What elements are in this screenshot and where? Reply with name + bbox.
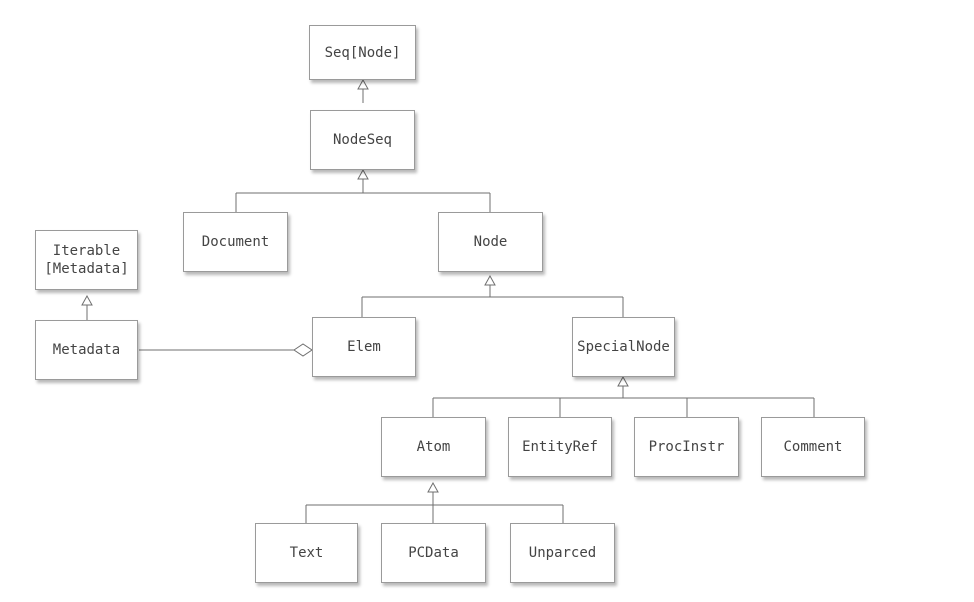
class-entityref: EntityRef	[508, 417, 612, 477]
class-nodeseq: NodeSeq	[310, 110, 415, 170]
inheritance-arrow-specialnode	[617, 375, 629, 387]
class-pcdata: PCData	[381, 523, 486, 583]
class-label: ProcInstr	[648, 439, 725, 455]
class-label-line1: Iterable	[52, 243, 121, 259]
class-label: Atom	[416, 439, 451, 455]
class-text: Text	[255, 523, 358, 583]
class-atom: Atom	[381, 417, 486, 477]
class-label: Metadata	[52, 342, 121, 358]
aggregation-diamond	[293, 343, 313, 357]
class-label: Text	[289, 545, 324, 561]
inheritance-arrow-node	[484, 274, 496, 286]
class-label: NodeSeq	[332, 132, 392, 148]
inheritance-arrow-iterable	[81, 294, 93, 306]
class-elem: Elem	[312, 317, 416, 377]
class-label: Seq[Node]	[324, 44, 401, 61]
inheritance-arrow-nodeseq	[357, 168, 369, 180]
class-node: Node	[438, 212, 543, 272]
class-label: Document	[201, 234, 270, 250]
class-label: Elem	[347, 339, 381, 355]
class-label: PCData	[408, 545, 459, 561]
inheritance-arrow-atom	[427, 481, 439, 493]
class-label: Node	[473, 234, 508, 250]
class-seq-node: Seq[Node]	[309, 25, 416, 80]
class-metadata: Metadata	[35, 320, 138, 380]
class-comment: Comment	[761, 417, 865, 477]
class-label: Comment	[783, 439, 843, 455]
class-label: EntityRef	[522, 439, 598, 455]
class-unparced: Unparced	[510, 523, 615, 583]
class-label: Unparced	[528, 545, 597, 561]
class-label-line2: [Metadata]	[44, 261, 129, 277]
class-iterable-metadata: Iterable [Metadata]	[35, 230, 138, 290]
class-procinstr: ProcInstr	[634, 417, 739, 477]
class-document: Document	[183, 212, 288, 272]
class-label: SpecialNode	[577, 339, 670, 355]
class-specialnode: SpecialNode	[572, 317, 675, 377]
inheritance-arrow-seqnode	[357, 78, 369, 90]
